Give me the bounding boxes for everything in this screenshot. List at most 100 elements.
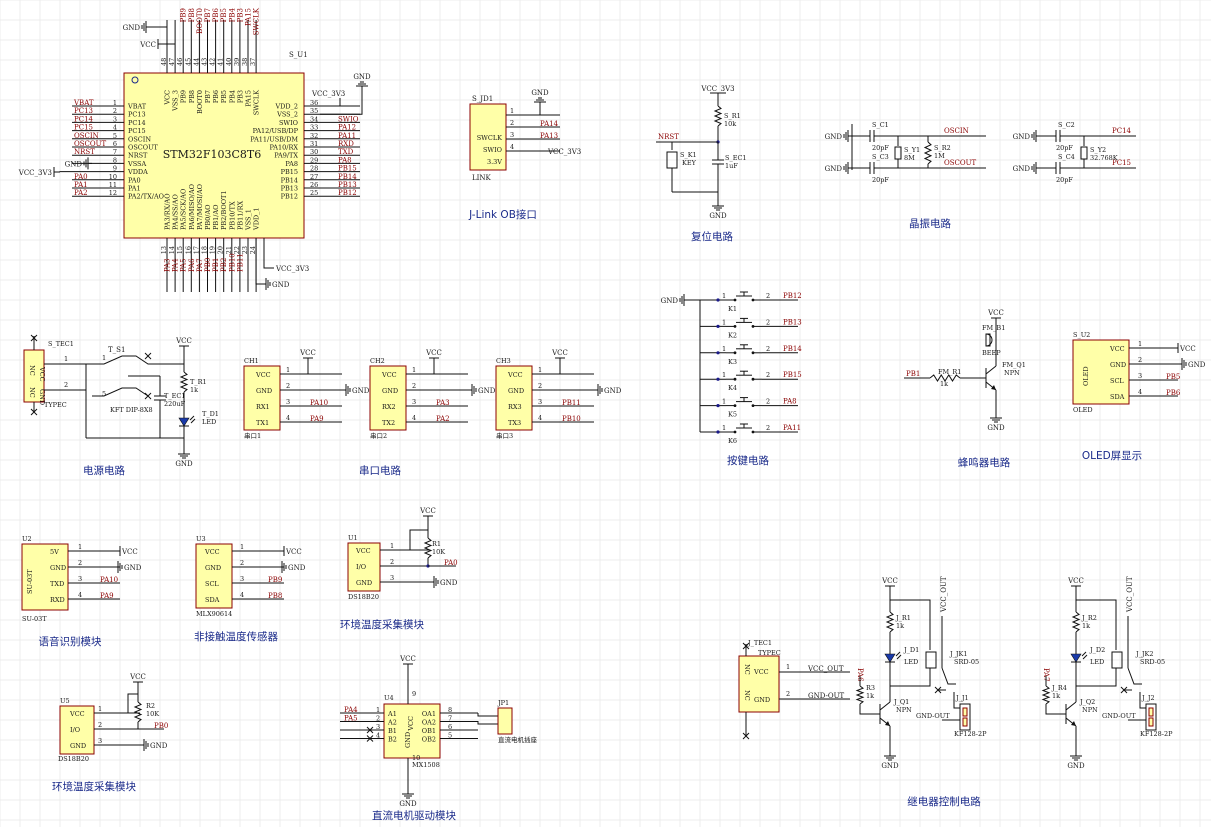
pin-number: 37 <box>249 58 257 66</box>
pin-number: 2 <box>510 119 514 127</box>
part-label: TYPEC <box>758 649 781 657</box>
ref-label: J_JK1 <box>949 650 967 658</box>
pin-name: VCC <box>255 371 271 379</box>
pin-name: PA1 <box>128 185 141 193</box>
pin-name: VSS_2 <box>276 111 298 119</box>
value-label: KFT DIP-8X8 <box>110 406 153 414</box>
wire <box>879 701 891 711</box>
gnd-label: GND <box>825 165 843 173</box>
net-label: PB2 <box>220 258 228 272</box>
ref-label: S_C4 <box>1058 153 1075 161</box>
net-label: OSCOUT <box>944 159 977 167</box>
pin-name: VDD_2 <box>274 103 298 111</box>
pin-name: GND <box>754 696 770 704</box>
ref-label: U5 <box>60 697 70 705</box>
pin-number: 1 <box>722 398 726 406</box>
pin-number: 6 <box>113 140 117 148</box>
value-label: SRD-05 <box>954 658 979 666</box>
value-label: NPN <box>1082 706 1098 714</box>
net-label: GND-OUT <box>808 692 844 700</box>
net-label: PB7 <box>204 8 212 22</box>
net-label: PA4 <box>344 706 358 714</box>
ref-label: U3 <box>196 535 206 543</box>
gnd-label: GND <box>440 579 458 587</box>
uart-module-body <box>369 365 407 431</box>
switch-contact <box>751 430 755 434</box>
net-label: VCC_OUT <box>807 665 844 673</box>
part-label: 串口1 <box>244 432 261 440</box>
wire <box>885 611 895 633</box>
ref-label: U1 <box>348 534 358 542</box>
net-label: PB11 <box>236 253 244 272</box>
pin-number: 39 <box>233 58 241 66</box>
pin-number: 38 <box>241 58 249 66</box>
pin-name: GND <box>1110 361 1126 369</box>
pin-name: NC <box>28 387 36 398</box>
net-label: PB6 <box>212 7 220 22</box>
wire <box>366 726 374 734</box>
pin-number: 3 <box>390 574 394 582</box>
terminal-slot <box>1148 707 1154 717</box>
mcu-body <box>123 72 305 239</box>
section-title: 电源电路 <box>83 464 125 477</box>
pin-name: VCC <box>407 716 415 732</box>
ref-label: J_R4 <box>1051 684 1067 692</box>
pin-number: 31 <box>310 140 318 148</box>
value-label: 20pF <box>872 144 889 152</box>
wire <box>1071 611 1081 633</box>
pin-number: 4 <box>538 414 542 422</box>
net-label: GND-OUT <box>916 712 950 720</box>
value-label: NPN <box>896 706 912 714</box>
pin-number: 2 <box>64 381 68 389</box>
switch-contact <box>733 351 737 355</box>
net-label: SWIO <box>338 115 359 123</box>
screw-terminal-icon <box>1145 703 1157 731</box>
pin-name: B2 <box>388 736 397 744</box>
screw-terminal-icon <box>959 703 971 731</box>
pin-number: 8 <box>113 156 117 164</box>
pin-number: 1 <box>78 543 82 551</box>
pin-name: BOOT0 <box>196 90 204 114</box>
pin-name: RX1 <box>256 403 270 411</box>
pin-name: PB2/BOOT1 <box>220 190 228 230</box>
vcc-label: VCC <box>987 309 1004 317</box>
gnd-label: GND <box>124 564 142 572</box>
ref-label: J_J2 <box>1141 694 1155 702</box>
pin-number: 3 <box>412 398 416 406</box>
gnd-label: GND <box>1013 165 1031 173</box>
net-label: PB0 <box>154 722 168 730</box>
wire <box>409 529 428 550</box>
pin-name: PA9/TX <box>274 152 298 160</box>
net-label: PA4 <box>172 258 180 272</box>
pin-name: NC <box>743 664 751 675</box>
pin-number: 2 <box>766 424 770 432</box>
pin-name: VBAT <box>127 103 147 111</box>
gnd-label: GND <box>825 133 843 141</box>
mcu-ref: S_U1 <box>289 51 308 59</box>
ref-label: K6 <box>728 437 737 445</box>
pin-number: 14 <box>168 246 176 254</box>
pin-name: PA2/TX/AO <box>128 193 164 201</box>
wire <box>144 392 152 400</box>
sensor-body <box>347 542 381 592</box>
pin-name: RX3 <box>508 403 522 411</box>
wire <box>742 732 750 740</box>
vcc-label: VCC <box>551 349 568 357</box>
net-label: PB10 <box>562 415 581 423</box>
vcc-label: VCC <box>299 349 316 357</box>
pin-number: 8 <box>448 706 452 714</box>
net-label: GND-OUT <box>1102 712 1136 720</box>
net-label: PB5 <box>1166 373 1180 381</box>
ref-label: JP1 <box>497 699 509 707</box>
ref-label: CH2 <box>370 357 385 365</box>
net-label: PA13 <box>540 132 558 140</box>
pin-name: VSSA <box>127 160 146 168</box>
pin-name: SDA <box>1110 393 1125 401</box>
wire <box>144 352 152 360</box>
net-label: PC15 <box>1112 159 1131 167</box>
pin-name: VCC <box>164 90 172 106</box>
pin-name: GND <box>205 564 221 572</box>
section-title: 按键电路 <box>727 454 769 467</box>
